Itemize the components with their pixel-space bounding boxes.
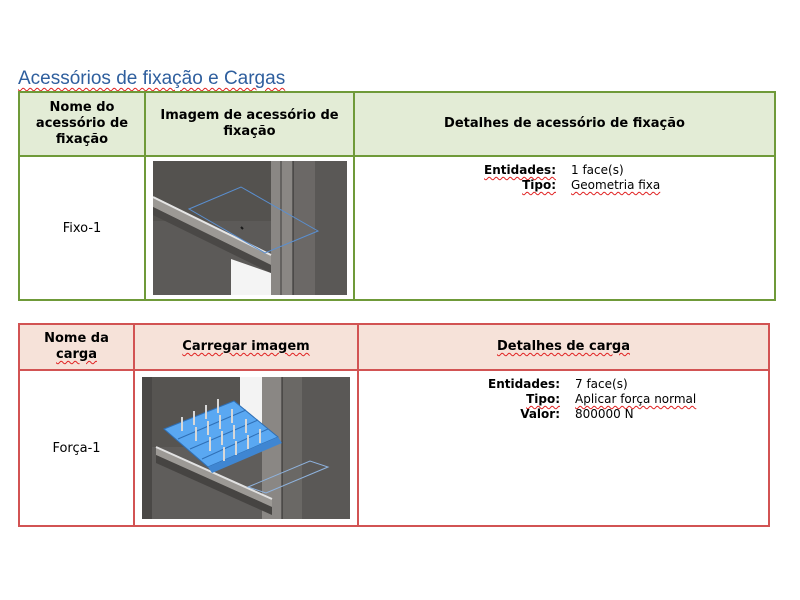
fixture-image	[144, 155, 355, 301]
load-details-list: Entidades: 7 face(s) Tipo: Aplicar força…	[359, 377, 768, 422]
detail-row: Tipo: Geometria fixa	[355, 178, 774, 193]
detail-value: 7 face(s)	[575, 377, 628, 391]
header-line: acessório de	[35, 116, 129, 131]
fixture-model-image	[152, 161, 347, 295]
header-line: Nome do	[49, 100, 115, 115]
fixtures-header-details: Detalhes de acessório de fixação	[353, 91, 776, 157]
table-row: Fixo-1	[18, 155, 776, 301]
detail-value: Aplicar força normal	[575, 392, 697, 406]
header-line: carga	[56, 347, 97, 362]
fixtures-table-header-row: Nome do acessório de fixação Imagem de a…	[18, 91, 776, 157]
detail-key: Valor:	[520, 407, 560, 421]
fixtures-table: Nome do acessório de fixação Imagem de a…	[18, 91, 776, 301]
load-model-image	[142, 377, 350, 519]
detail-value: 1 face(s)	[571, 163, 624, 177]
loads-header-image: Carregar imagem	[133, 323, 359, 371]
load-image	[133, 369, 359, 527]
header-text: Carregar imagem	[182, 339, 310, 354]
detail-row: Entidades: 1 face(s)	[355, 163, 774, 178]
detail-row: Entidades: 7 face(s)	[359, 377, 768, 392]
load-name: Força-1	[18, 369, 135, 527]
detail-row: Valor: 800000 N	[359, 407, 768, 422]
header-line: fixação	[55, 132, 109, 147]
load-details: Entidades: 7 face(s) Tipo: Aplicar força…	[357, 369, 770, 527]
header-line: fixação	[223, 124, 276, 139]
fixture-details: Entidades: 1 face(s) Tipo: Geometria fix…	[353, 155, 776, 301]
detail-key: Entidades:	[484, 163, 556, 177]
loads-table-header-row: Nome da carga Carregar imagem Detalhes d…	[18, 323, 770, 371]
loads-header-name: Nome da carga	[18, 323, 135, 371]
header-line: Imagem de acessório de	[160, 108, 339, 123]
detail-key: Entidades:	[488, 377, 560, 391]
fixtures-header-name: Nome do acessório de fixação	[18, 91, 146, 157]
fixture-name: Fixo-1	[18, 155, 146, 301]
detail-row: Tipo: Aplicar força normal	[359, 392, 768, 407]
header-line: Nome da	[44, 331, 109, 346]
loads-header-details: Detalhes de carga	[357, 323, 770, 371]
section-title: Acessórios de fixação e Cargas	[18, 68, 286, 89]
detail-key: Tipo:	[526, 392, 560, 406]
header-text: Detalhes de carga	[496, 339, 630, 354]
fixture-details-list: Entidades: 1 face(s) Tipo: Geometria fix…	[355, 163, 774, 193]
detail-key: Tipo:	[522, 178, 556, 192]
detail-value: 800000 N	[575, 407, 634, 421]
table-row: Força-1	[18, 369, 770, 527]
fixtures-header-image: Imagem de acessório de fixação	[144, 91, 355, 157]
detail-value: Geometria fixa	[571, 178, 661, 192]
loads-table: Nome da carga Carregar imagem Detalhes d…	[18, 323, 770, 527]
